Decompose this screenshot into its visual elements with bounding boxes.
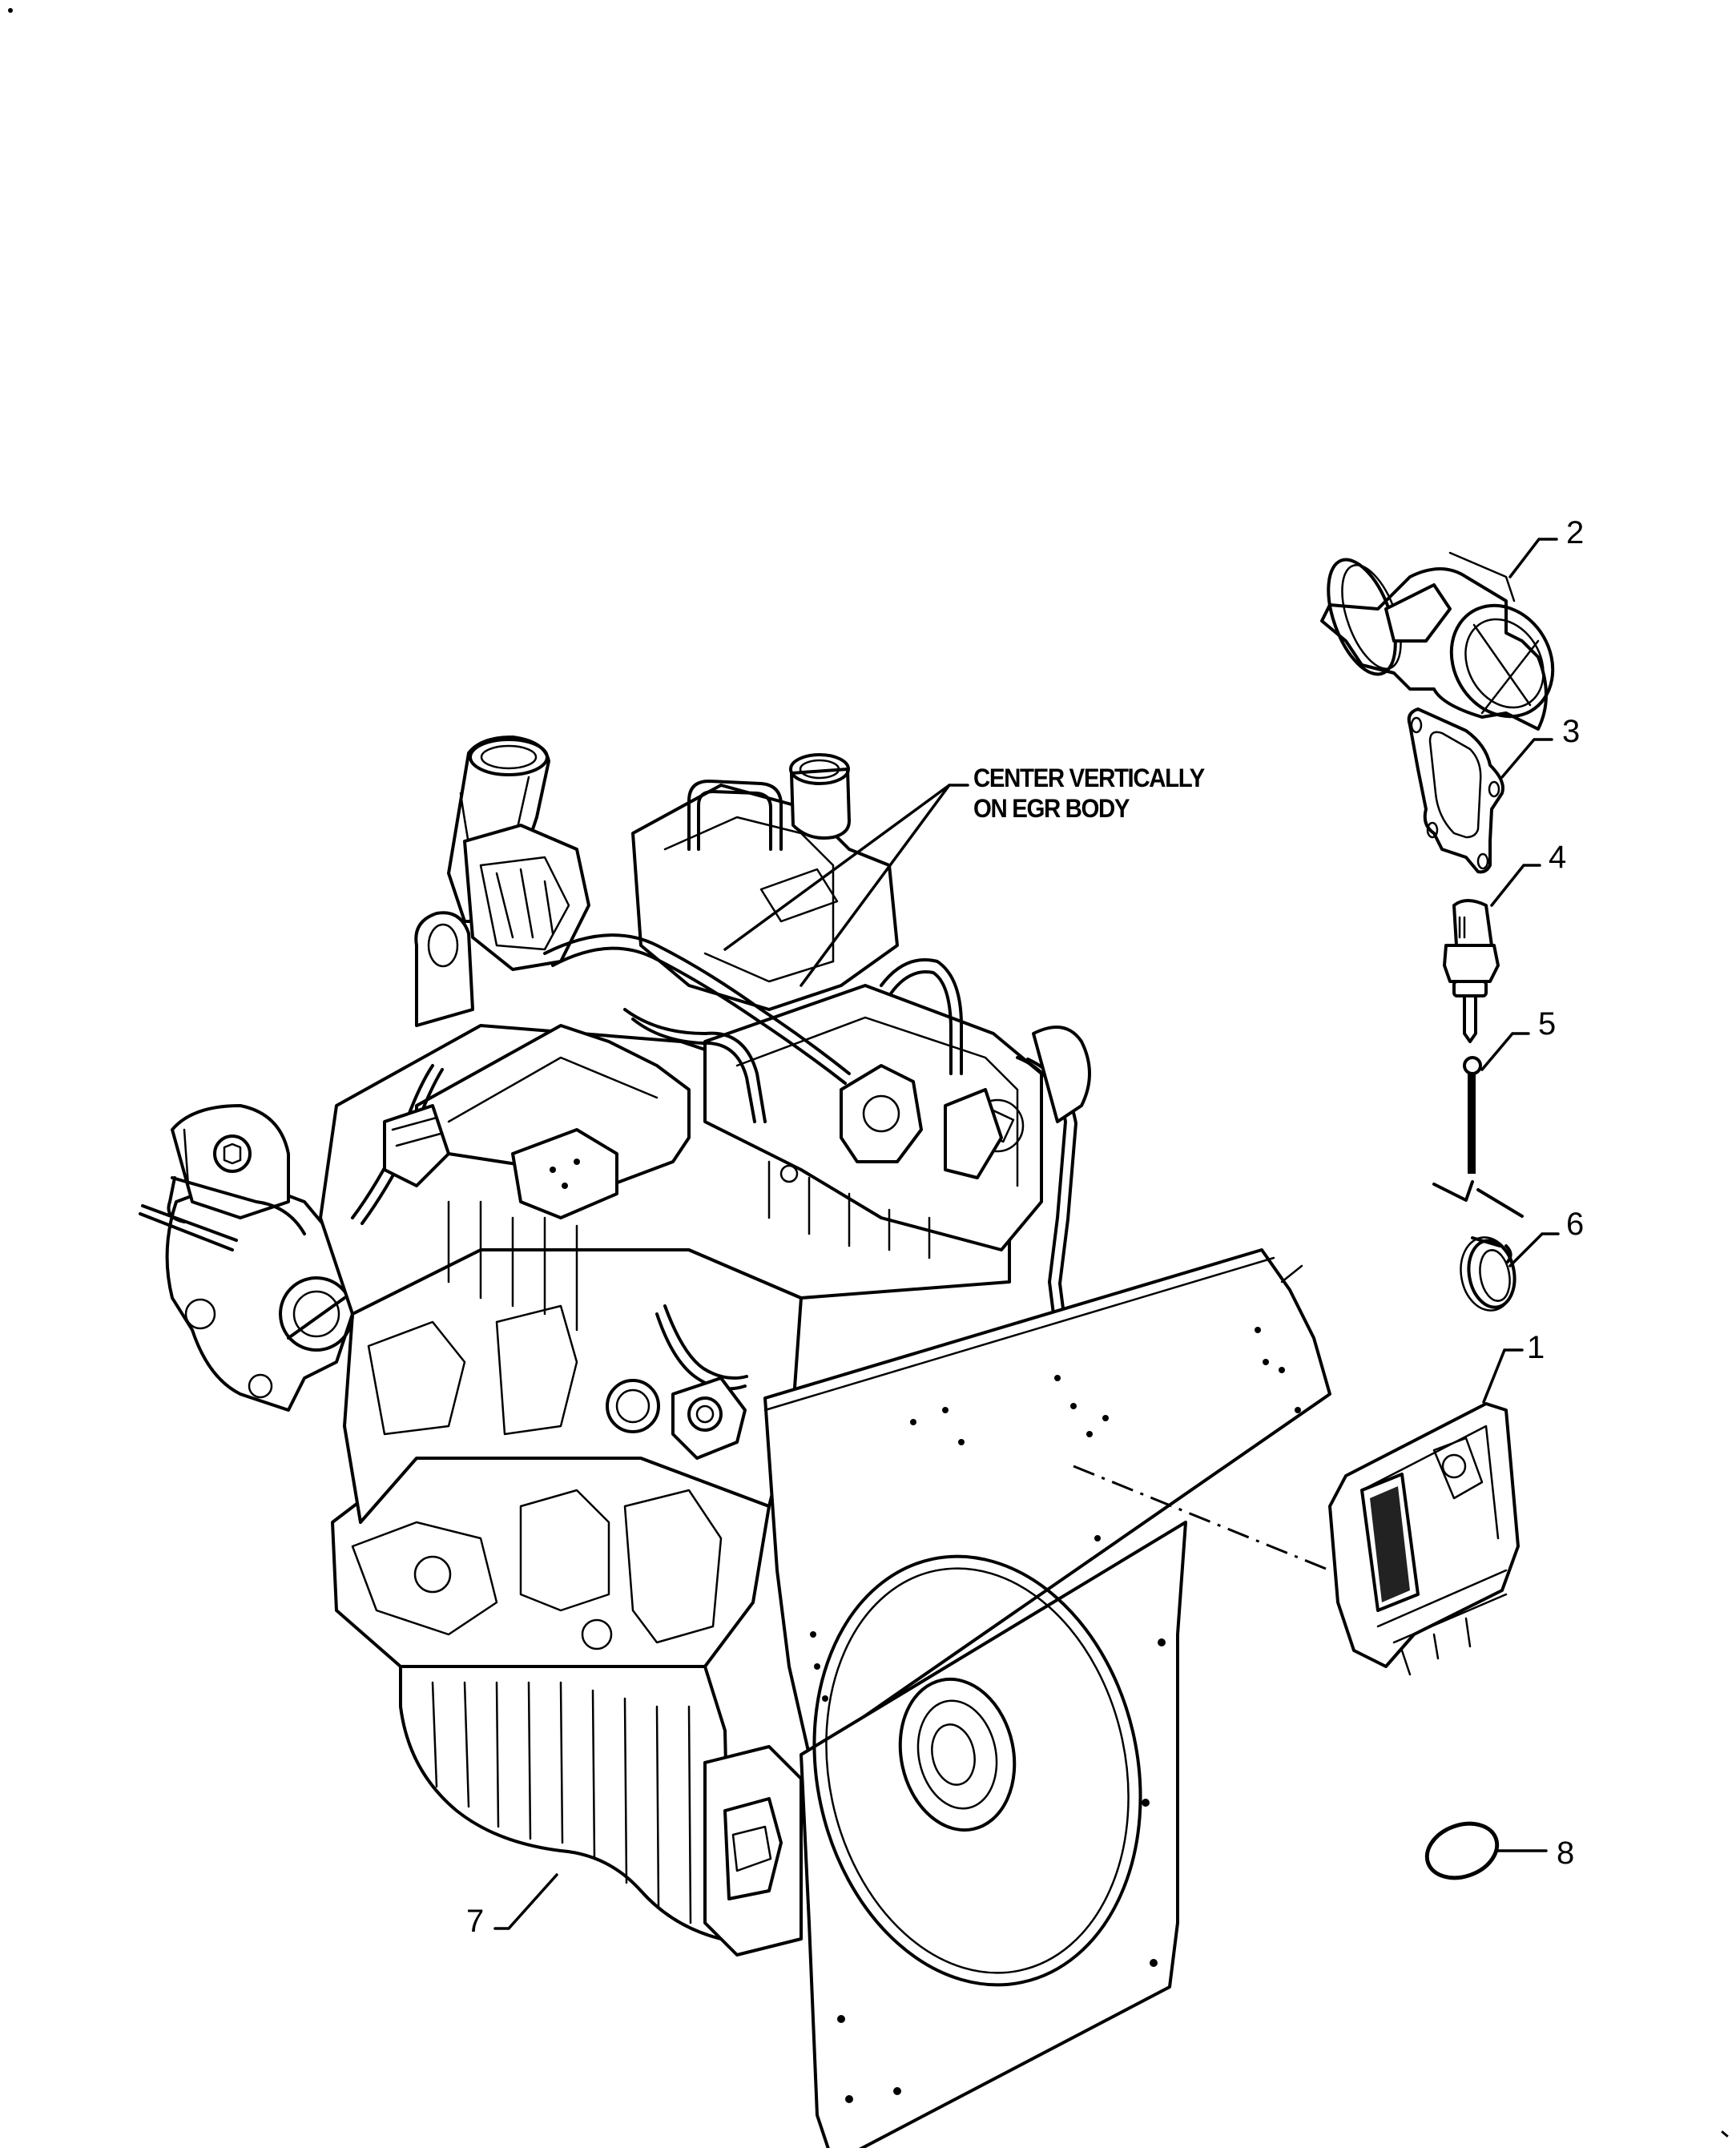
callout-7: 7 [466, 1904, 485, 1939]
leader-lines [493, 538, 1560, 1930]
flywheel-housing [703, 1521, 1187, 2148]
assembly-note-line-2: ON EGR BODY [973, 794, 1130, 823]
callout-4: 4 [1549, 840, 1567, 875]
engine-illustration [139, 735, 1091, 1940]
callout-5: 5 [1538, 1006, 1557, 1042]
corner-mark-top-left [8, 8, 13, 13]
ecu-module [1328, 1402, 1520, 1676]
o-ring [1424, 1821, 1500, 1880]
callout-6: 6 [1566, 1207, 1585, 1242]
callout-1: 1 [1527, 1330, 1545, 1365]
callout-3: 3 [1562, 714, 1581, 749]
egr-valve [1320, 551, 1555, 731]
callout-8: 8 [1557, 1836, 1575, 1871]
temperature-sensor [1443, 899, 1500, 1043]
hose-clamp [1460, 1236, 1516, 1312]
assembly-note: CENTER VERTICALLY ON EGR BODY [973, 763, 1205, 824]
cable-tie [1432, 1056, 1524, 1218]
callout-2: 2 [1566, 515, 1585, 550]
assembly-note-line-1: CENTER VERTICALLY [973, 764, 1205, 792]
mounting-plate [763, 1248, 1331, 1756]
alignment-line [1073, 1465, 1331, 1572]
egr-gasket [1407, 707, 1504, 874]
